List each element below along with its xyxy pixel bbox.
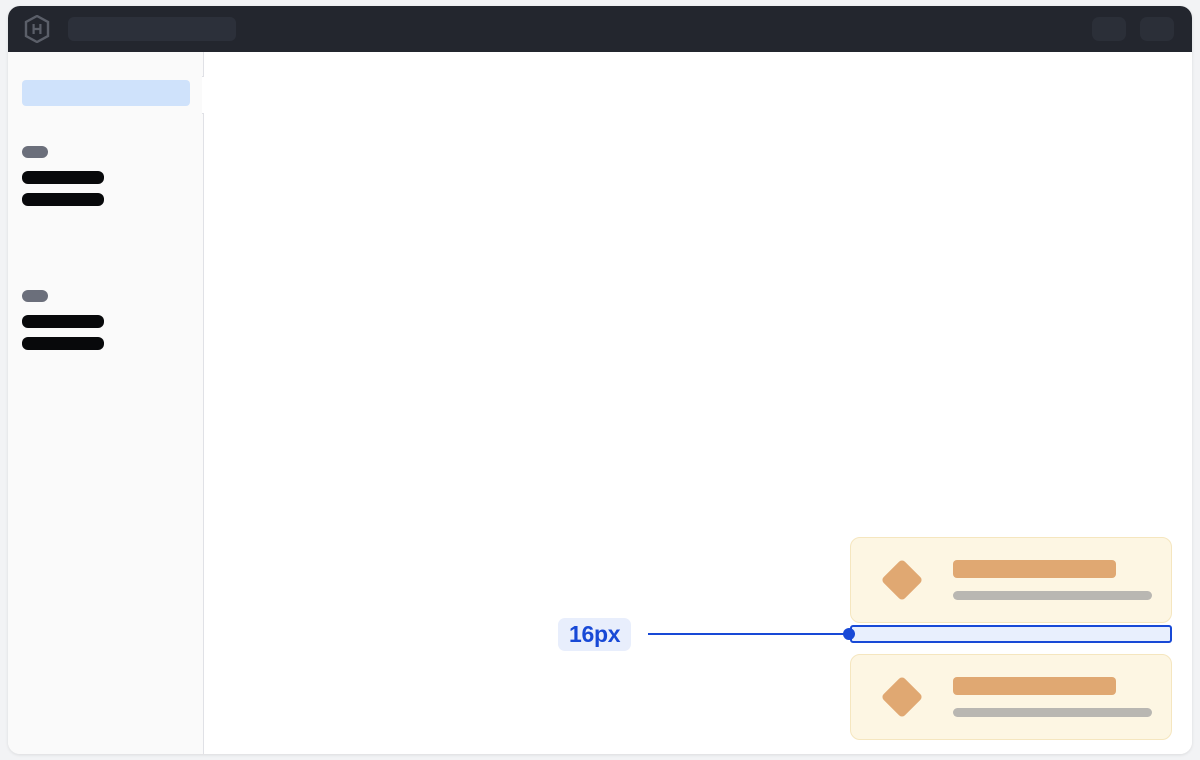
card-2-text	[953, 677, 1171, 717]
hexagon-h-logo-icon[interactable]	[24, 15, 50, 43]
sidebar	[8, 52, 204, 754]
sidebar-item-4[interactable]	[22, 337, 104, 350]
card-2-title	[953, 677, 1116, 695]
diamond-icon	[880, 675, 924, 719]
sidebar-group-2	[22, 290, 104, 359]
measurement-leader-line	[648, 633, 850, 635]
global-search-input[interactable]	[68, 17, 236, 41]
top-pill-2[interactable]	[1140, 17, 1174, 41]
spacing-highlight-box	[850, 625, 1172, 643]
sidebar-group-2-label	[22, 290, 48, 302]
sidebar-group-1-label	[22, 146, 48, 158]
app-window: 16px	[8, 6, 1192, 754]
diamond-icon	[880, 558, 924, 602]
sidebar-group-1	[22, 146, 104, 215]
content-card-1[interactable]	[850, 537, 1172, 623]
sidebar-selected-item[interactable]	[22, 80, 190, 106]
measurement-endpoint-dot	[843, 628, 855, 640]
content-card-2[interactable]	[850, 654, 1172, 740]
main-content: 16px	[204, 52, 1192, 754]
card-2-subtitle	[953, 708, 1152, 717]
sidebar-item-2[interactable]	[22, 193, 104, 206]
body-region: 16px	[8, 52, 1192, 754]
card-1-text	[953, 560, 1171, 600]
spacing-value-badge: 16px	[558, 618, 632, 651]
card-1-subtitle	[953, 591, 1152, 600]
top-pill-1[interactable]	[1092, 17, 1126, 41]
card-1-title	[953, 560, 1116, 578]
sidebar-item-1[interactable]	[22, 171, 104, 184]
sidebar-item-3[interactable]	[22, 315, 104, 328]
top-header-bar	[8, 6, 1192, 52]
